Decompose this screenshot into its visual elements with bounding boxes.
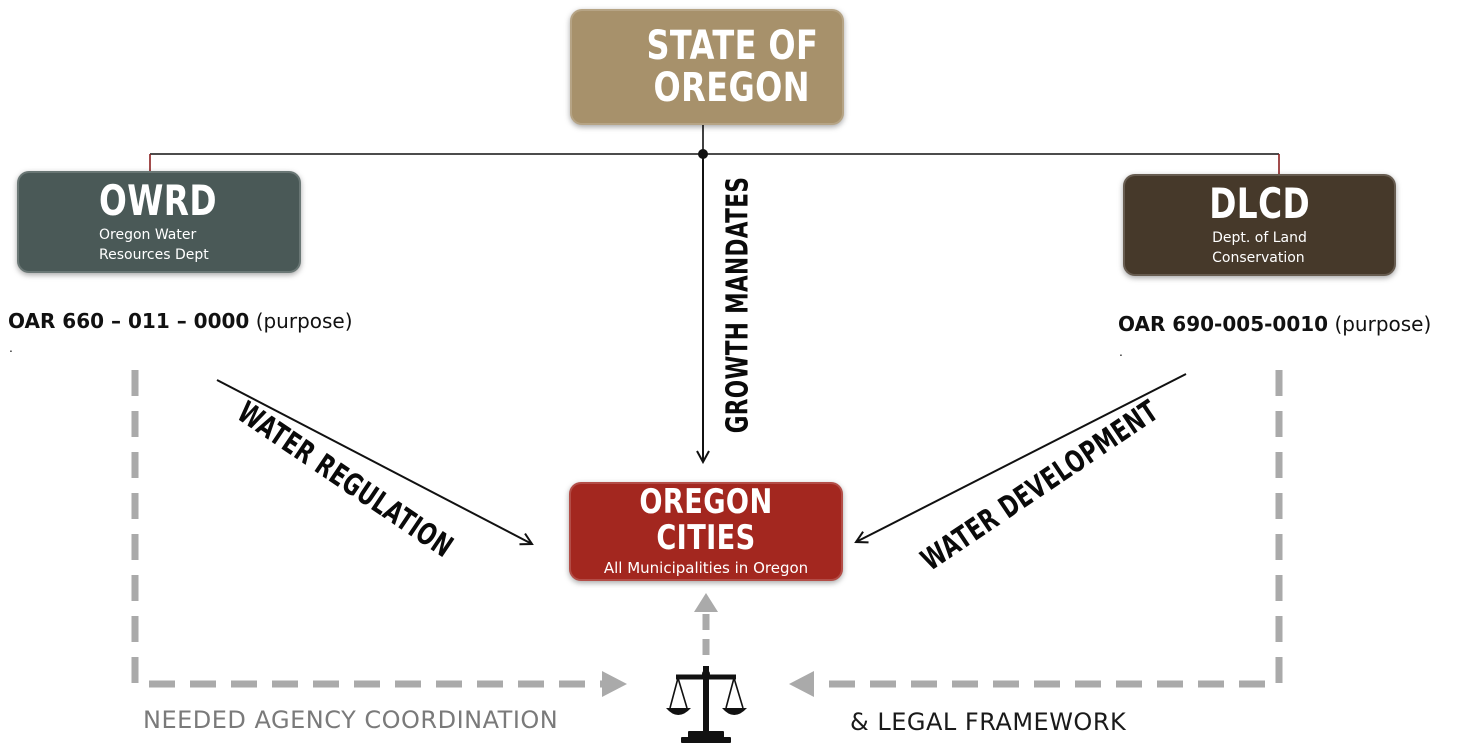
legal-framework-label: & LEGAL FRAMEWORK [850,708,1127,736]
dlcd-subtitle-line2: Conservation [1212,250,1305,267]
oregon-cities-box: OREGON CITIES All Municipalities in Oreg… [569,482,843,581]
state-title-line1: STATE OF [646,23,818,69]
dlcd-title: DLCD [1209,178,1310,228]
oar-right-note: (purpose) [1334,312,1432,336]
oar-right-reference: OAR 690-005-0010 (purpose) [1118,312,1431,336]
oar-right-dot: . [1119,343,1123,359]
water-development-arrow [856,373,1187,542]
scales-to-cities-arrowhead [694,593,718,612]
owrd-subtitle: Oregon Water Resources Dept [99,225,209,265]
water-regulation-arrow [216,379,532,544]
needed-coordination-arrowhead [602,671,627,697]
oar-left-note: (purpose) [255,309,353,333]
legal-framework-dashed-path [812,370,1283,688]
cities-subtitle: All Municipalities in Oregon [603,559,809,578]
needed-coordination-dashed-path [131,370,605,688]
needed-agency-coordination-label: NEEDED AGENCY COORDINATION [143,706,559,734]
owrd-box: OWRD Oregon Water Resources Dept [17,171,301,273]
state-of-oregon-box: STATE OF OREGON [570,9,844,125]
dlcd-subtitle-line1: Dept. of Land [1212,230,1307,247]
owrd-subtitle-line2: Resources Dept [99,247,209,264]
owrd-subtitle-line1: Oregon Water [99,227,197,244]
oar-right-code: OAR 690-005-0010 [1118,312,1329,336]
oar-left-reference: OAR 660 – 011 – 0000 (purpose) [8,309,353,333]
oar-left-code: OAR 660 – 011 – 0000 [8,309,250,333]
legal-framework-arrowhead [789,671,814,697]
oar-left-dot: . [9,339,13,355]
state-title-line2: OREGON [653,65,811,111]
cities-title: OREGON CITIES [639,481,773,558]
scales-of-justice-icon [666,666,747,743]
dlcd-box: DLCD Dept. of Land Conservation [1123,174,1396,276]
growth-mandates-label: GROWTH MANDATES [720,176,756,434]
dlcd-subtitle: Dept. of Land Conservation [1212,228,1307,268]
owrd-title: OWRD [99,175,217,225]
